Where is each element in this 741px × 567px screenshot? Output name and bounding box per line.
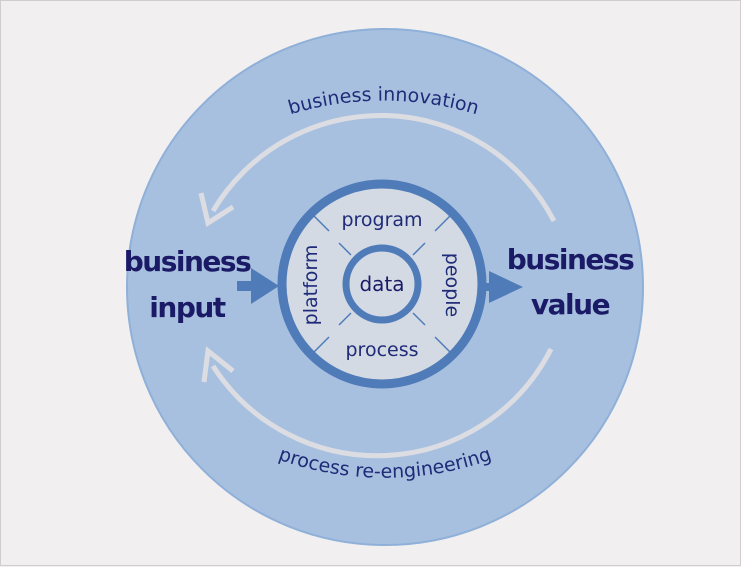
- ring-label-right: people: [441, 253, 463, 317]
- reengineering-arc: [210, 347, 554, 459]
- ring-label-bottom: process: [345, 339, 418, 361]
- reengineering-arrowhead: [201, 346, 235, 383]
- business-value-line2: value: [531, 288, 610, 321]
- ring-label-top: program: [341, 209, 422, 231]
- core-ring: [342, 244, 422, 324]
- innovation-arrowhead: [198, 192, 235, 228]
- output-arrow: [483, 271, 523, 303]
- business-input-line2: input: [149, 291, 226, 324]
- business-value-line1: business: [507, 243, 634, 276]
- core-label: data: [359, 272, 404, 296]
- input-arrow: [237, 268, 279, 304]
- business-input-line1: business: [124, 245, 251, 278]
- ring-tick-marks: [313, 215, 451, 353]
- ring-label-left: platform: [300, 245, 322, 326]
- innovation-arc: [210, 113, 557, 223]
